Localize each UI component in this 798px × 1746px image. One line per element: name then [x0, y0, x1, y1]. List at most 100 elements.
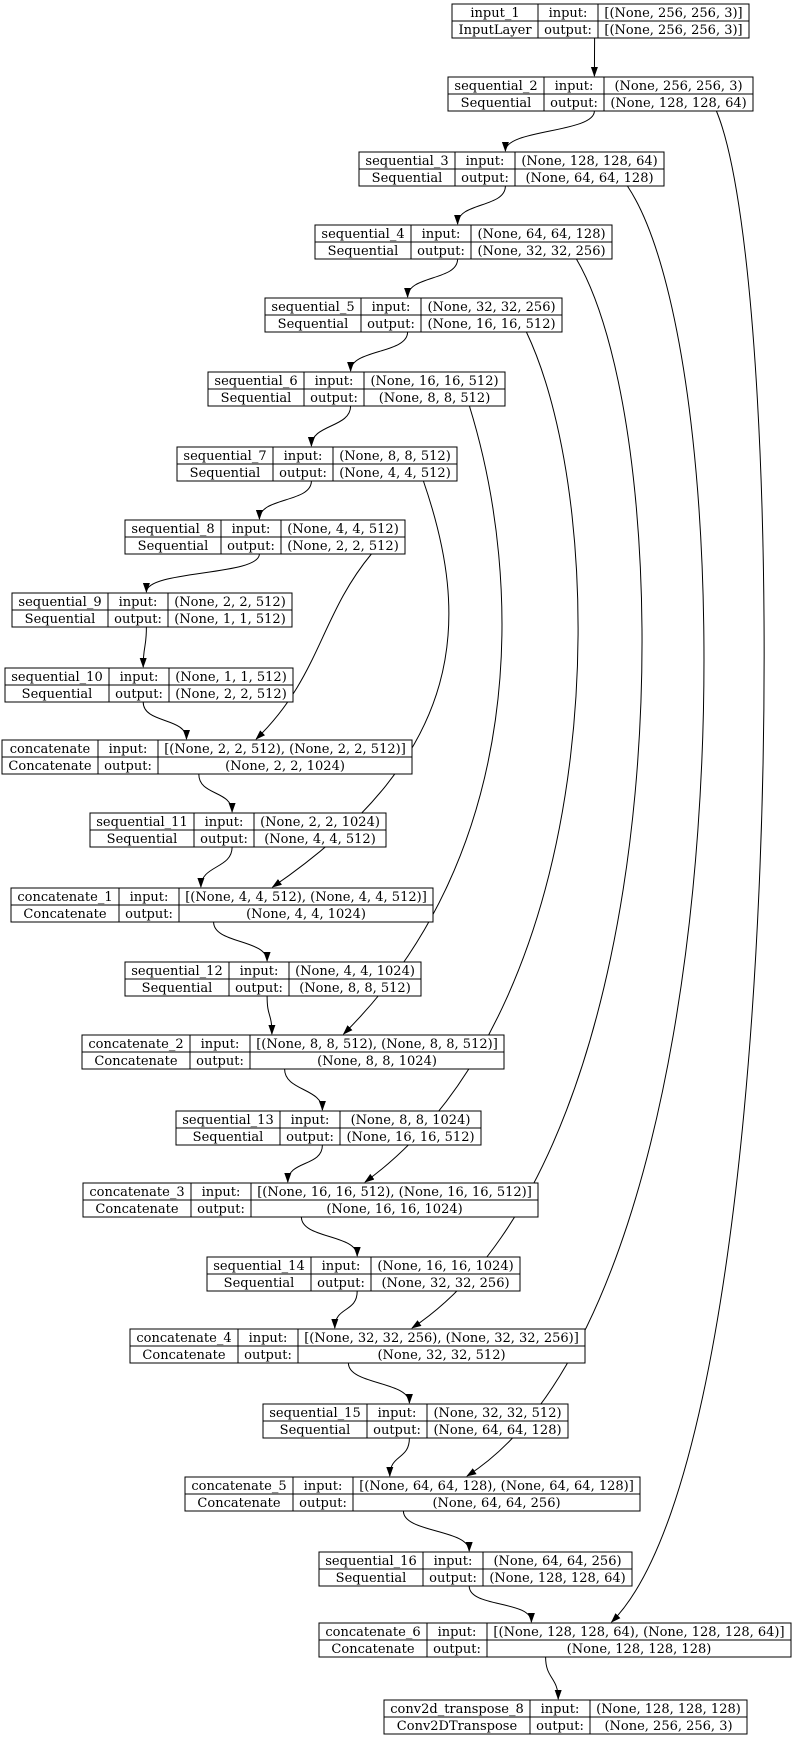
layer-name: sequential_14	[213, 1259, 304, 1274]
layer-name: concatenate_6	[325, 1625, 420, 1640]
input-shape: [(None, 16, 16, 512), (None, 16, 16, 512…	[257, 1185, 532, 1200]
input-label: input:	[304, 1479, 343, 1494]
layer-type: Sequential	[328, 244, 399, 259]
output-label: output:	[125, 907, 173, 922]
output-label: output:	[104, 759, 152, 774]
layer-node-concatenate_3: concatenate_3Concatenateinput:output:[(N…	[82, 1182, 539, 1218]
layer-type: Sequential	[278, 317, 349, 332]
output-label: output:	[550, 96, 598, 111]
layer-type: Concatenate	[23, 907, 106, 922]
layer-node-concatenate_5: concatenate_5Concatenateinput:output:[(N…	[184, 1476, 641, 1512]
input-label: input:	[232, 522, 271, 537]
edge-concatenate_5-to-sequential_16	[402, 1510, 473, 1552]
edge-sequential_4-to-concatenate_4	[411, 258, 643, 1329]
input-label: input:	[322, 1259, 361, 1274]
input-shape: (None, 128, 128, 64)	[521, 154, 657, 169]
layer-type: Concatenate	[197, 1496, 280, 1511]
layer-type: Sequential	[25, 612, 96, 627]
layer-name: sequential_10	[11, 670, 102, 685]
edge-sequential_11-to-concatenate_1	[197, 846, 233, 888]
output-label: output:	[279, 466, 327, 481]
layer-node-sequential_8: sequential_8Sequentialinput:output:(None…	[124, 519, 406, 555]
input-label: input:	[130, 890, 169, 905]
input-label: input:	[109, 742, 148, 757]
input-label: input:	[202, 1185, 241, 1200]
layer-name: sequential_11	[96, 815, 187, 830]
input-label: input:	[438, 1625, 477, 1640]
input-shape: (None, 64, 64, 128)	[477, 227, 605, 242]
layer-name: sequential_16	[325, 1554, 416, 1569]
input-shape: [(None, 256, 256, 3)]	[604, 6, 742, 21]
layer-name: sequential_12	[131, 964, 222, 979]
layer-type: Sequential	[461, 96, 532, 111]
output-shape: (None, 128, 128, 64)	[489, 1571, 625, 1586]
layer-node-sequential_7: sequential_7Sequentialinput:output:(None…	[176, 446, 458, 482]
edge-sequential_3-to-sequential_4	[454, 185, 506, 225]
output-label: output:	[227, 539, 275, 554]
output-label: output:	[114, 612, 162, 627]
input-shape: (None, 8, 8, 512)	[339, 449, 451, 464]
edge-concatenate-to-sequential_11	[198, 773, 236, 813]
input-label: input:	[291, 1113, 330, 1128]
layer-name: sequential_3	[365, 154, 448, 169]
layer-name: concatenate	[10, 742, 91, 757]
output-label: output:	[536, 1719, 584, 1734]
input-label: input:	[422, 227, 461, 242]
layer-type: Conv2DTranspose	[397, 1719, 518, 1734]
output-shape: (None, 16, 16, 1024)	[326, 1202, 462, 1217]
output-shape: (None, 32, 32, 256)	[381, 1276, 509, 1291]
layer-node-sequential_11: sequential_11Sequentialinput:output:(Non…	[89, 812, 387, 848]
layer-node-sequential_4: sequential_4Sequentialinput:output:(None…	[314, 224, 613, 260]
output-shape: (None, 16, 16, 512)	[346, 1130, 474, 1145]
layer-name: concatenate_1	[17, 890, 112, 905]
edge-sequential_2-to-concatenate_6	[610, 110, 765, 1623]
output-label: output:	[373, 1423, 421, 1438]
output-label: output:	[200, 832, 248, 847]
edge-concatenate_1-to-sequential_12	[213, 921, 271, 962]
input-shape: (None, 4, 4, 512)	[287, 522, 399, 537]
layer-node-sequential_3: sequential_3Sequentialinput:output:(None…	[358, 151, 665, 187]
output-label: output:	[286, 1130, 334, 1145]
layer-node-sequential_13: sequential_13Sequentialinput:output:(Non…	[175, 1110, 482, 1146]
edge-sequential_5-to-sequential_6	[347, 331, 409, 372]
edge-sequential_6-to-sequential_7	[307, 405, 352, 447]
edges-layer	[139, 37, 765, 1700]
edge-sequential_2-to-sequential_3	[501, 110, 595, 152]
layer-type: InputLayer	[458, 23, 532, 38]
input-label: input:	[466, 154, 505, 169]
layer-type: Sequential	[107, 832, 178, 847]
layer-type: Sequential	[142, 981, 213, 996]
layer-node-sequential_16: sequential_16Sequentialinput:output:(Non…	[318, 1551, 633, 1587]
input-label: input:	[315, 374, 354, 389]
output-shape: (None, 2, 2, 1024)	[225, 759, 345, 774]
edge-sequential_12-to-concatenate_2	[266, 995, 276, 1035]
edge-sequential_14-to-concatenate_4	[331, 1290, 358, 1329]
output-shape: (None, 8, 8, 1024)	[317, 1054, 437, 1069]
layer-name: concatenate_5	[191, 1479, 286, 1494]
output-shape: (None, 256, 256, 3)	[604, 1719, 732, 1734]
layer-name: concatenate_3	[89, 1185, 184, 1200]
layer-node-sequential_6: sequential_6Sequentialinput:output:(None…	[207, 371, 506, 407]
output-label: output:	[235, 981, 283, 996]
input-shape: (None, 4, 4, 1024)	[295, 964, 415, 979]
output-label: output:	[317, 1276, 365, 1291]
input-label: input:	[284, 449, 323, 464]
layer-name: sequential_5	[271, 300, 354, 315]
layer-node-sequential_2: sequential_2Sequentialinput:output:(None…	[447, 76, 754, 112]
output-label: output:	[367, 317, 415, 332]
layer-type: Sequential	[138, 539, 209, 554]
input-shape: [(None, 8, 8, 512), (None, 8, 8, 512)]	[256, 1037, 498, 1052]
input-label: input:	[240, 964, 279, 979]
edge-sequential_5-to-concatenate_3	[364, 331, 579, 1183]
input-shape: [(None, 64, 64, 128), (None, 64, 64, 128…	[359, 1479, 634, 1494]
layer-type: Sequential	[372, 171, 443, 186]
layer-node-concatenate: concatenateConcatenateinput:output:[(Non…	[1, 739, 413, 775]
layer-node-sequential_15: sequential_15Sequentialinput:output:(Non…	[262, 1403, 569, 1439]
input-shape: (None, 256, 256, 3)	[614, 79, 742, 94]
layer-name: concatenate_2	[88, 1037, 183, 1052]
input-shape: (None, 16, 16, 512)	[370, 374, 498, 389]
layer-name: sequential_15	[269, 1406, 360, 1421]
output-label: output:	[115, 687, 163, 702]
